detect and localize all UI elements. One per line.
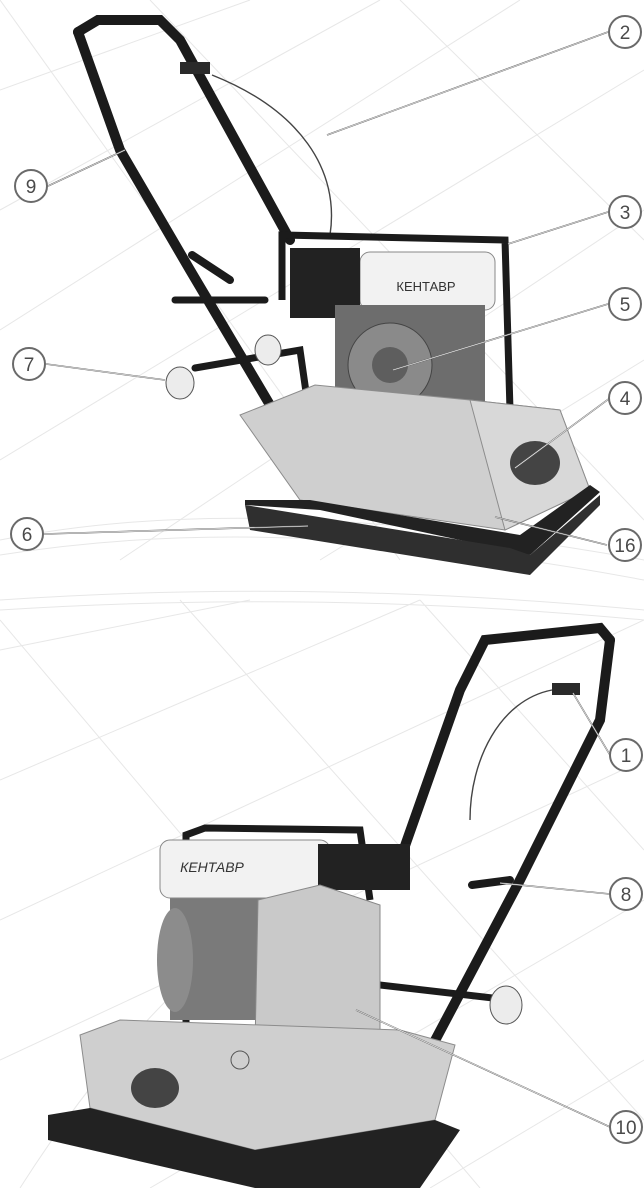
svg-text:4: 4 [620,389,631,410]
top-transport-wheel-right [254,334,282,366]
callout-2: 2 [608,15,642,49]
callout-6: 6 [10,517,44,551]
svg-text:1: 1 [621,746,632,767]
svg-text:3: 3 [620,203,631,224]
top-handle [73,15,314,424]
ce-mark-bottom [230,1050,250,1070]
leader-lines [43,31,611,1128]
bottom-brand-text: КЕНТАВР [180,859,244,875]
callout-16: 16 [608,528,642,562]
svg-text:8: 8 [621,885,632,906]
bottom-compactor: КЕНТАВР [48,622,615,1188]
top-vibrator-window [510,441,560,485]
callout-1: 1 [609,738,643,772]
callout-8: 8 [609,877,643,911]
bottom-vibrator-window [131,1068,179,1108]
callout-10: 10 [609,1110,643,1144]
throttle-lever [180,62,210,74]
bottom-handle [376,622,615,1055]
top-brand-text: КЕНТАВР [396,279,455,294]
bottom-transport-wheel [489,985,523,1025]
bottom-bottom-plate [48,1108,460,1188]
callout-5: 5 [608,287,642,321]
bottom-throttle-lever [552,683,580,695]
svg-text:2: 2 [620,23,631,44]
svg-text:5: 5 [620,295,631,316]
top-bottom-plate [245,485,600,555]
top-compactor: КЕНТАВР [73,15,600,575]
bottom-control-box [318,844,410,890]
top-transport-wheel-left [165,366,195,400]
callout-7: 7 [12,347,46,381]
callout-9: 9 [14,169,48,203]
throttle-cable [211,74,333,236]
callout-3: 3 [608,195,642,229]
callout-markers: 2 3 5 4 16 9 7 6 [10,15,643,1144]
bottom-belt-guard [254,884,381,1046]
top-engine-frame [278,231,514,411]
svg-text:16: 16 [614,536,635,557]
callout-4: 4 [608,381,642,415]
svg-text:10: 10 [615,1118,636,1139]
svg-text:7: 7 [24,355,35,376]
svg-text:9: 9 [26,177,37,198]
svg-text:6: 6 [22,525,33,546]
